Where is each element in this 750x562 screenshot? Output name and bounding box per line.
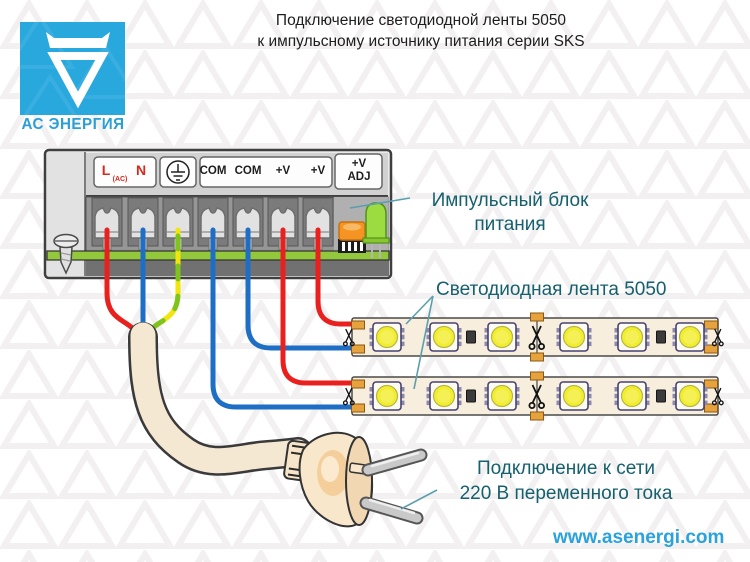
terminal-label-L: L <box>101 162 111 178</box>
terminal-label-adj: +V ADJ <box>336 158 382 184</box>
power-supply-unit <box>43 148 393 280</box>
terminal-label-box-dc <box>199 156 333 188</box>
terminal-label-AC: (AC) <box>112 176 128 183</box>
terminal-label-N: N <box>135 162 147 178</box>
led-strip-callout-label: Светодиодная лента 5050 <box>436 279 667 300</box>
page-title: Подключение светодиодной ленты 5050 к им… <box>190 10 652 52</box>
website-link[interactable]: www.asenergi.com <box>553 527 725 548</box>
terminal-label-box-ln <box>93 156 157 188</box>
terminal-label-V2: +V <box>310 165 326 177</box>
terminal-label-V1: +V <box>275 165 291 177</box>
ground-icon <box>166 160 190 184</box>
mains-line1: Подключение к сети <box>476 458 656 479</box>
psu-label-line2: питания <box>474 214 546 235</box>
adj-line2: ADJ <box>347 171 371 183</box>
terminal-label-COM2: COM <box>234 165 262 177</box>
mains-callout-label: Подключение к сети 220 В переменного ток… <box>428 456 704 506</box>
psu-label-line1: Импульсный блок <box>431 190 589 211</box>
title-line1: Подключение светодиодной ленты 5050 <box>275 12 567 29</box>
logo-text: АС ЭНЕРГИЯ <box>21 116 125 133</box>
voltage-adjust-pot <box>338 221 366 253</box>
wire-plus-bottom-strip <box>280 227 358 386</box>
terminal-label-COM1: COM <box>199 165 227 177</box>
callout-lines <box>349 197 438 510</box>
psu-callout-label: Импульсный блок питания <box>405 189 615 237</box>
wire-plus-top-strip <box>315 227 358 327</box>
pcb-edge <box>46 250 390 261</box>
title-line2: к импульсному источнику питания серии SK… <box>257 33 585 50</box>
logo-mark-icon <box>4 13 141 129</box>
wire-com-bottom-strip <box>210 227 358 410</box>
power-plug <box>283 431 428 528</box>
mains-line2: 220 В переменного тока <box>459 483 673 504</box>
plug-face <box>345 436 373 526</box>
company-logo <box>4 13 141 129</box>
wire-com-top-strip <box>245 227 358 351</box>
wire-earth-green-stripe <box>144 227 181 344</box>
case-screw <box>53 233 79 275</box>
led-strip-top <box>344 313 724 361</box>
mains-cable <box>128 322 313 476</box>
adj-line1: +V <box>351 158 367 170</box>
plug-pins <box>359 448 428 525</box>
led-strip-bottom <box>344 372 724 420</box>
terminal-label-box-adj <box>334 153 383 190</box>
